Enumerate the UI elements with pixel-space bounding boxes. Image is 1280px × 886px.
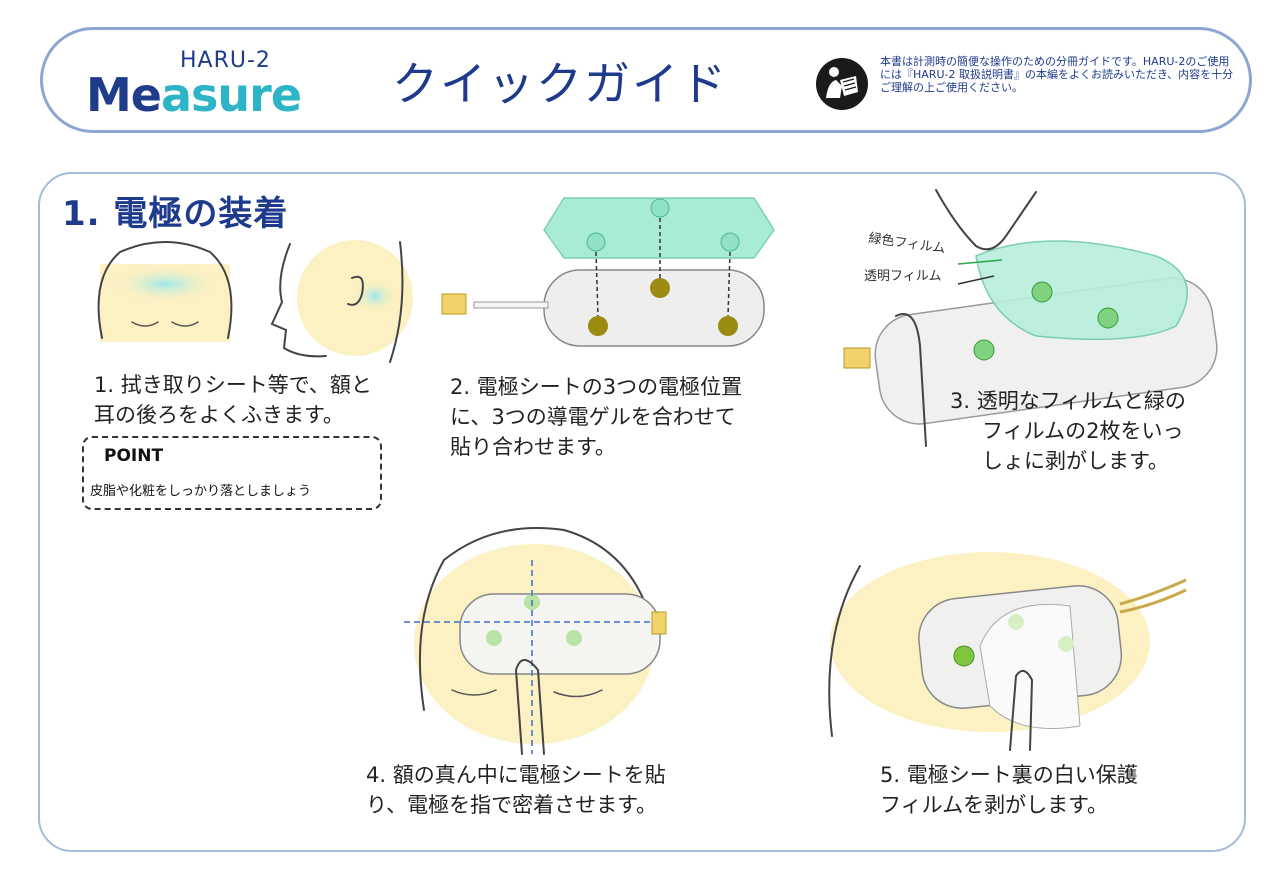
page-title: クイックガイド (392, 56, 728, 112)
point-text: 皮脂や化粧をしっかり落としましょう (90, 480, 311, 499)
logo-measure: Measure (86, 70, 301, 120)
step1-caption: 1. 拭き取りシート等で、額と 耳の後ろをよくふきます。 (94, 370, 372, 430)
label-green-film: 緑色フィルム (867, 230, 946, 257)
step5-caption: 5. 電極シート裏の白い保護 フィルムを剥がします。 (880, 760, 1138, 820)
header-notice: 本書は計測時の簡便な操作のための分冊ガイドです。HARU-2のご使用には『HAR… (880, 55, 1240, 94)
label-clear-film: 透明フィルム (864, 269, 941, 284)
manual-reader-icon (816, 58, 868, 110)
point-title: POINT (104, 446, 163, 466)
step4-illustration (404, 520, 674, 754)
step4-caption: 4. 額の真ん中に電極シートを貼 り、電極を指で密着させます。 (366, 760, 666, 820)
step5-illustration (820, 556, 1190, 750)
step1-illustration (90, 238, 420, 368)
step2-caption: 2. 電極シートの3つの電極位置 に、3つの導電ゲルを合わせて 貼り合わせます。 (450, 372, 742, 462)
step3-caption: 3. 透明なフィルムと緑の フィルムの2枚をいっ しょに剥がします。 (950, 386, 1186, 476)
step2-illustration (438, 190, 778, 350)
section-title: 1. 電極の装着 (62, 186, 288, 235)
